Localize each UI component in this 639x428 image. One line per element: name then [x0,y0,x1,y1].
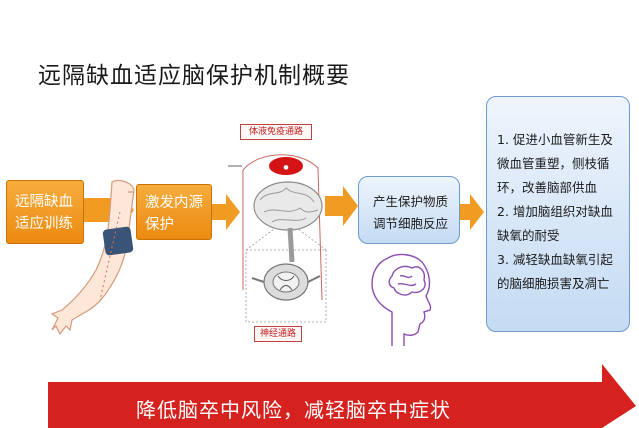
result-line: 3. 减轻缺血缺氧引起 [497,252,613,267]
tag-humoral-pathway: 体液免疫通路 [240,124,312,140]
protective-line-1: 产生保护物质 [373,194,449,209]
training-line-2: 适应训练 [15,216,73,232]
result-line: 1. 促进小血管新生及 [497,132,613,147]
bottom-banner-text: 降低脑卒中风险，减轻脑卒中症状 [136,398,451,422]
humoral-oval-label: ● [283,164,288,171]
humoral-factor-oval [269,157,303,175]
result-line: 环，改善脑部供血 [497,180,598,195]
arrow-endogenous-to-pathways [212,194,240,230]
training-line-1: 远隔缺血 [15,194,73,210]
tag-neural-pathway: 神经通路 [254,326,302,342]
box-remote-ischemic-training: 远隔缺血 适应训练 [6,180,84,244]
bottom-banner-arrow [48,364,636,428]
endogenous-line-1: 激发内源 [145,195,203,211]
result-line: 的脑细胞损害及凋亡 [497,276,610,291]
box-results: 1. 促进小血管新生及 微血管重塑，侧枝循 环，改善脑部供血 2. 增加脑组织对… [486,96,630,332]
result-line: 缺氧的耐受 [497,228,560,243]
arrow-pathways-to-protective [325,186,358,226]
result-line: 2. 增加脑组织对缺血 [497,204,613,219]
box-protective-substances: 产生保护物质 调节细胞反应 [358,176,460,244]
brain-illustration [253,181,323,263]
arm-illustration [50,179,135,336]
protective-line-2: 调节细胞反应 [373,216,449,231]
box-endogenous-protection: 激发内源 保护 [136,184,212,240]
arrow-protective-to-results [460,194,484,230]
head-profile-illustration [371,253,432,346]
blood-pressure-cuff [102,226,134,256]
page-title: 远隔缺血适应脑保护机制概要 [38,63,350,89]
result-line: 微血管重塑，侧枝循 [497,156,610,171]
endogenous-line-2: 保护 [145,217,174,233]
spinal-cord-illustration [251,263,321,301]
